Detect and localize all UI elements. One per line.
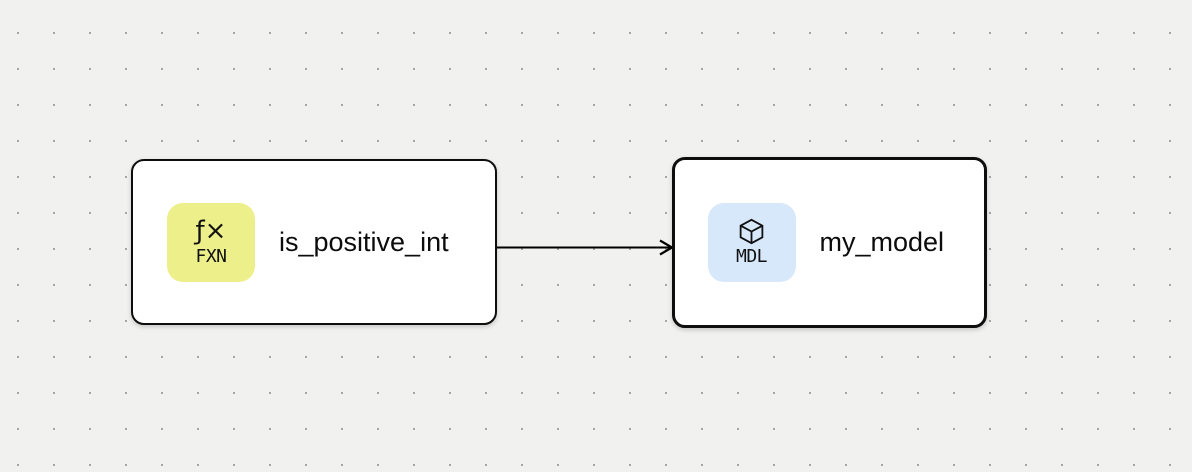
model-badge: MDL <box>707 203 796 282</box>
cube-icon <box>737 217 766 246</box>
edge-arrowhead-icon <box>659 239 675 256</box>
node-is-positive-int[interactable]: ƒ× FXN is_positive_int <box>131 159 497 325</box>
function-badge-label: FXN <box>195 245 227 267</box>
function-icon: ƒ× <box>195 215 227 246</box>
function-badge: ƒ× FXN <box>167 202 255 282</box>
model-badge-label: MDL <box>735 246 768 268</box>
node-label-is-positive-int: is_positive_int <box>279 226 449 257</box>
node-my-model[interactable]: MDL my_model <box>672 157 987 328</box>
node-label-my-model: my_model <box>819 227 945 257</box>
